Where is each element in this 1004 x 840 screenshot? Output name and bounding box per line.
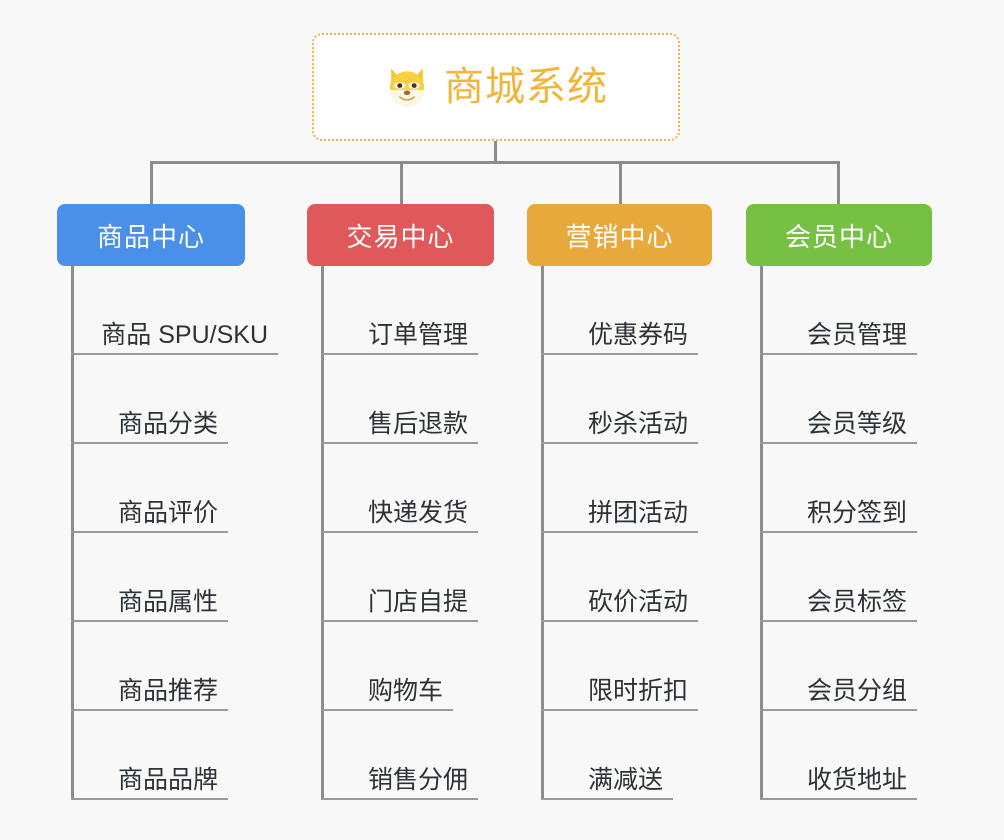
leaf-label-1-3: 门店自提 xyxy=(367,587,468,616)
leaf-label-3-3: 会员标签 xyxy=(806,587,907,616)
leaf-item-0-2[interactable]: 商品评价 xyxy=(71,444,228,533)
connector-drop-4 xyxy=(837,161,840,206)
leaf-item-1-5[interactable]: 销售分佣 xyxy=(321,711,478,800)
connector-root-stem xyxy=(494,141,497,163)
leaf-item-0-4[interactable]: 商品推荐 xyxy=(71,622,228,711)
leaf-label-0-1: 商品分类 xyxy=(117,409,218,438)
category-header-label-1: 交易中心 xyxy=(346,221,455,252)
leaf-item-3-1[interactable]: 会员等级 xyxy=(760,355,917,444)
leaf-item-1-0[interactable]: 订单管理 xyxy=(321,266,478,355)
leaf-item-3-5[interactable]: 收货地址 xyxy=(760,711,917,800)
root-node-content: 商城系统 xyxy=(384,64,608,110)
leaf-item-1-4[interactable]: 购物车 xyxy=(321,622,453,711)
category-header-3[interactable]: 会员中心 xyxy=(746,204,932,266)
leaf-item-3-0[interactable]: 会员管理 xyxy=(760,266,917,355)
leaf-item-1-3[interactable]: 门店自提 xyxy=(321,533,478,622)
connector-horizontal-bus xyxy=(150,161,840,164)
connector-drop-1 xyxy=(150,161,153,206)
leaf-item-3-4[interactable]: 会员分组 xyxy=(760,622,917,711)
leaf-item-3-2[interactable]: 积分签到 xyxy=(760,444,917,533)
leaf-label-2-0: 优惠券码 xyxy=(587,320,688,349)
category-spine-2 xyxy=(541,266,544,800)
leaf-item-0-3[interactable]: 商品属性 xyxy=(71,533,228,622)
leaf-label-1-2: 快递发货 xyxy=(367,498,468,527)
leaf-label-1-4: 购物车 xyxy=(367,676,443,705)
root-node-shop-system[interactable]: 商城系统 xyxy=(312,33,680,141)
category-header-label-2: 营销中心 xyxy=(565,221,674,252)
shiba-dog-face-icon xyxy=(384,64,430,110)
leaf-item-3-3[interactable]: 会员标签 xyxy=(760,533,917,622)
leaf-item-2-4[interactable]: 限时折扣 xyxy=(541,622,698,711)
category-header-label-0: 商品中心 xyxy=(96,221,205,252)
root-node-title: 商城系统 xyxy=(444,65,608,109)
connector-drop-3 xyxy=(619,161,622,206)
category-header-1[interactable]: 交易中心 xyxy=(307,204,494,266)
leaf-label-3-4: 会员分组 xyxy=(806,676,907,705)
leaf-label-0-4: 商品推荐 xyxy=(117,676,218,705)
leaf-label-0-5: 商品品牌 xyxy=(117,765,218,794)
leaf-label-0-2: 商品评价 xyxy=(117,498,218,527)
leaf-label-1-1: 售后退款 xyxy=(367,409,468,438)
leaf-label-3-5: 收货地址 xyxy=(806,765,907,794)
leaf-label-2-5: 满减送 xyxy=(587,765,663,794)
leaf-item-1-1[interactable]: 售后退款 xyxy=(321,355,478,444)
leaf-item-2-0[interactable]: 优惠券码 xyxy=(541,266,698,355)
leaf-label-3-1: 会员等级 xyxy=(806,409,907,438)
leaf-item-2-1[interactable]: 秒杀活动 xyxy=(541,355,698,444)
leaf-item-0-0[interactable]: 商品 SPU/SKU xyxy=(71,266,278,355)
leaf-item-2-3[interactable]: 砍价活动 xyxy=(541,533,698,622)
category-header-label-3: 会员中心 xyxy=(784,221,893,252)
connector-drop-2 xyxy=(400,161,403,206)
leaf-label-2-1: 秒杀活动 xyxy=(587,409,688,438)
leaf-label-0-3: 商品属性 xyxy=(117,587,218,616)
leaf-label-1-5: 销售分佣 xyxy=(367,765,468,794)
category-header-0[interactable]: 商品中心 xyxy=(57,204,245,266)
leaf-item-2-5[interactable]: 满减送 xyxy=(541,711,673,800)
category-header-2[interactable]: 营销中心 xyxy=(527,204,712,266)
leaf-label-2-4: 限时折扣 xyxy=(587,676,688,705)
category-spine-1 xyxy=(321,266,324,800)
leaf-label-3-0: 会员管理 xyxy=(806,320,907,349)
category-spine-3 xyxy=(760,266,763,800)
leaf-item-0-1[interactable]: 商品分类 xyxy=(71,355,228,444)
category-spine-0 xyxy=(71,266,74,800)
leaf-label-0-0: 商品 SPU/SKU xyxy=(101,320,268,349)
leaf-label-2-2: 拼团活动 xyxy=(587,498,688,527)
leaf-label-1-0: 订单管理 xyxy=(367,320,468,349)
leaf-item-0-5[interactable]: 商品品牌 xyxy=(71,711,228,800)
leaf-label-2-3: 砍价活动 xyxy=(587,587,688,616)
leaf-item-2-2[interactable]: 拼团活动 xyxy=(541,444,698,533)
leaf-label-3-2: 积分签到 xyxy=(806,498,907,527)
leaf-item-1-2[interactable]: 快递发货 xyxy=(321,444,478,533)
